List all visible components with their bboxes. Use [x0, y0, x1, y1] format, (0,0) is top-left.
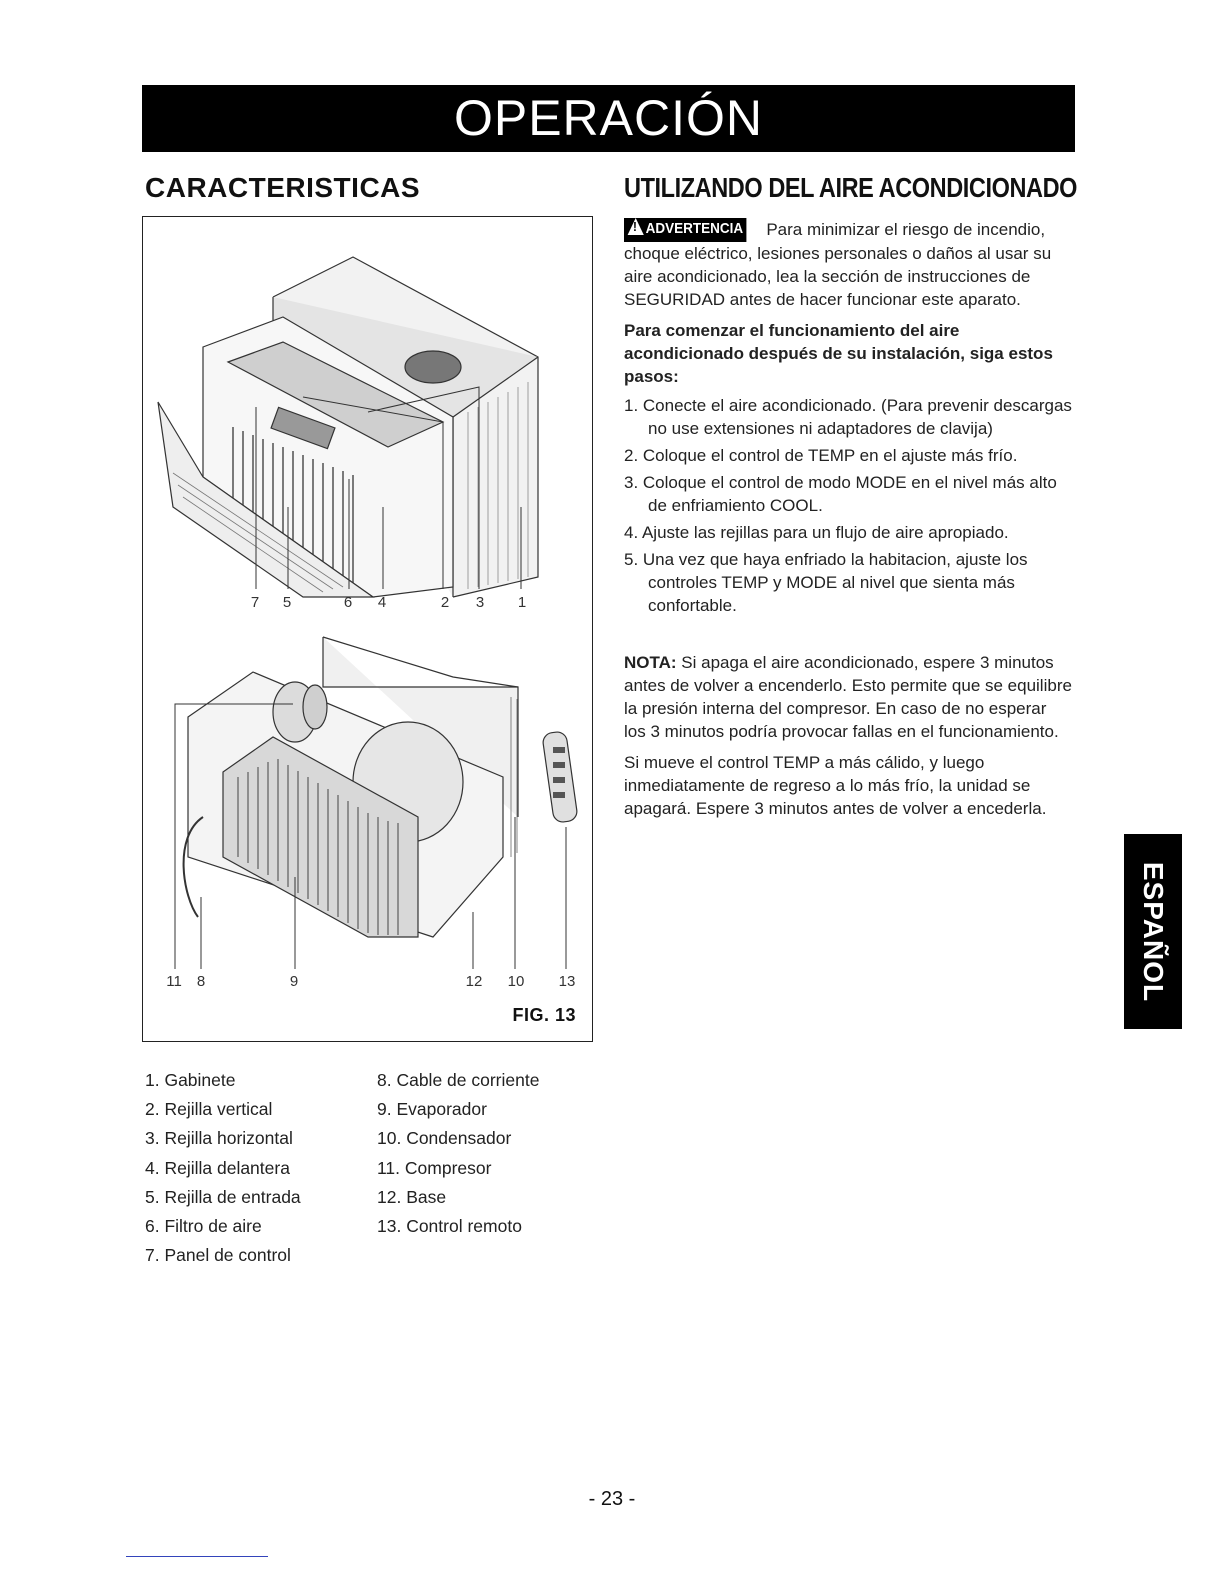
- callout-12: 12: [465, 973, 483, 990]
- list-item: 1. Gabinete: [145, 1070, 236, 1090]
- callout-11: 11: [166, 973, 182, 990]
- parts-list-col1: 1. Gabinete 2. Rejilla vertical 3. Rejil…: [145, 1066, 301, 1270]
- list-item: 10. Condensador: [377, 1128, 512, 1149]
- list-item: 7. Panel de control: [145, 1245, 291, 1266]
- list-item: 1. Conecte el aire acondicionado. (Para …: [624, 396, 1072, 438]
- callout-13: 13: [558, 973, 576, 990]
- page-number: - 23 -: [588, 1488, 636, 1510]
- list-item: 5. Rejilla de entrada: [145, 1186, 301, 1207]
- steps-list: 1. Conecte el aire acondicionado. (Para …: [624, 394, 1072, 617]
- intro-bold-text: Para comenzar el funcionamiento del aire…: [624, 321, 1053, 386]
- callout-6: 6: [343, 594, 353, 611]
- section-heading-caracteristicas: CARACTERISTICAS: [145, 172, 421, 203]
- figure-13-box: 7 5 6 4 2 3 1 11 8 9 12 10 13 FIG. 13: [142, 216, 593, 1042]
- warning-text: Para minimizar el riesgo de incendio, ch…: [624, 220, 1052, 309]
- divider: [126, 1556, 268, 1557]
- list-item: 11. Compresor: [377, 1157, 492, 1178]
- callout-9: 9: [289, 973, 299, 990]
- warning-badge: !ADVERTENCIA: [624, 218, 747, 242]
- list-item: 6. Filtro de aire: [145, 1216, 262, 1237]
- nota-paragraph: NOTA: Si apaga el aire acondicionado, es…: [624, 651, 1072, 743]
- list-item: 13. Control remoto: [377, 1216, 522, 1237]
- callout-4: 4: [377, 594, 387, 611]
- list-item: 12. Base: [377, 1186, 447, 1207]
- warning-badge-label: ADVERTENCIA: [645, 220, 744, 237]
- warning-triangle-icon: !: [627, 218, 644, 235]
- side-tab-label: ESPAÑOL: [1138, 861, 1169, 1002]
- list-item: 4. Rejilla delantera: [145, 1157, 290, 1178]
- parts-list-col2: 8. Cable de corriente 9. Evaporador 10. …: [377, 1066, 539, 1241]
- language-side-tab: ESPAÑOL: [1124, 834, 1182, 1029]
- temp-warning-paragraph: Si mueve el control TEMP a más cálido, y…: [624, 753, 1047, 818]
- callout-5: 5: [282, 594, 292, 611]
- figure-label: FIG. 13: [512, 1005, 576, 1025]
- callout-2: 2: [440, 594, 450, 611]
- list-item: 9. Evaporador: [377, 1099, 487, 1120]
- list-item: 2. Rejilla vertical: [145, 1099, 273, 1120]
- nota-label: NOTA:: [624, 653, 677, 672]
- callout-10: 10: [507, 973, 525, 990]
- callout-3: 3: [475, 594, 485, 611]
- callout-8: 8: [196, 973, 206, 990]
- list-item: 2. Coloque el control de TEMP en el ajus…: [624, 446, 1018, 465]
- air-conditioner-illustration: [157, 256, 578, 969]
- section-heading-utilizando: UTILIZANDO DEL AIRE ACONDICIONADO: [624, 172, 1078, 203]
- list-item: 4. Ajuste las rejillas para un flujo de …: [624, 523, 1009, 542]
- callout-7: 7: [250, 594, 260, 611]
- callout-1: 1: [517, 594, 527, 611]
- list-item: 3. Rejilla horizontal: [145, 1128, 293, 1149]
- list-item: 5. Una vez que haya enfriado la habitaci…: [624, 550, 1028, 615]
- list-item: 3. Coloque el control de modo MODE en el…: [624, 473, 1057, 515]
- page-banner-title: OPERACIÓN: [142, 85, 1075, 152]
- nota-text: Si apaga el aire acondicionado, espere 3…: [624, 653, 1072, 741]
- list-item: 8. Cable de corriente: [377, 1070, 540, 1090]
